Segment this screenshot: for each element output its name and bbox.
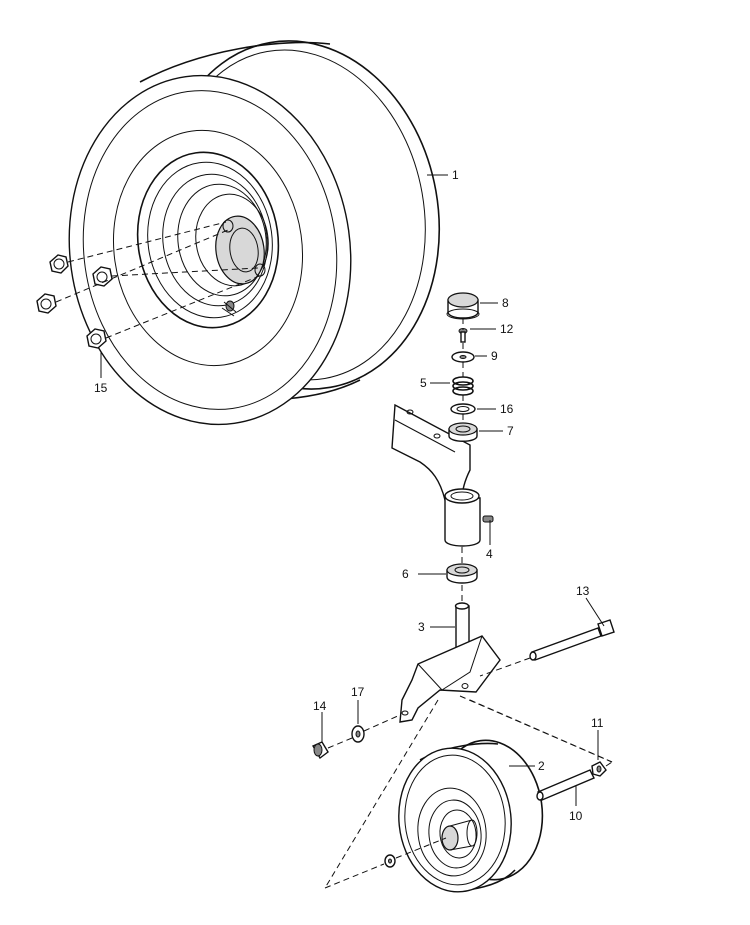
lug-nut [86,328,107,349]
lug-nuts [36,221,263,349]
washer-17 [351,725,365,743]
pivot-bolt [529,619,615,661]
callout-7: 7 [507,424,514,438]
callout-3: 3 [418,620,425,634]
wheel-axle [536,769,595,801]
upper-bearing [448,422,478,442]
bearing-housing-tube [444,488,481,547]
callout-6: 6 [402,567,409,581]
leader-lines [100,174,605,806]
frame-arm [391,403,471,501]
callout-4: 4 [486,547,493,561]
spring-collar [452,376,474,396]
small-wheel [398,739,544,893]
dust-cap [446,292,480,320]
large-wheel-tire [68,40,441,426]
axle-washer [384,854,396,868]
callout-8: 8 [502,296,509,310]
callout-2: 2 [538,759,545,773]
lower-bearing [446,563,478,584]
callout-1: 1 [452,168,459,182]
callout-10: 10 [569,809,583,823]
callout-11: 11 [591,716,604,730]
lock-nut [312,741,329,760]
cap-bolt [458,328,468,343]
callout-9: 9 [491,349,498,363]
lug-nut [49,254,69,274]
callout-5: 5 [420,376,427,390]
lug-nut [36,293,57,314]
callout-13: 13 [576,584,590,598]
washer-9 [451,351,475,363]
washer-16 [450,403,476,415]
callout-12: 12 [500,322,514,336]
callout-17: 17 [351,685,365,699]
grease-fitting [482,515,494,523]
axle-nut [591,761,607,777]
callout-16: 16 [500,402,514,416]
caster-fork [399,602,501,723]
callout-14: 14 [313,699,327,713]
callout-15: 15 [94,381,108,395]
